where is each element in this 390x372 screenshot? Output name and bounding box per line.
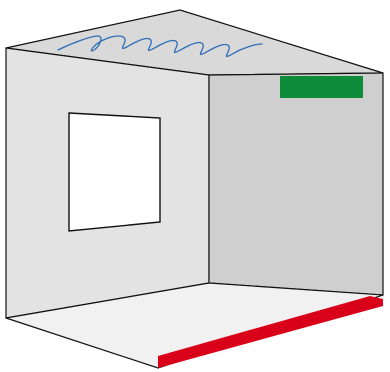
floor-panel (5, 282, 384, 369)
window (68, 112, 161, 232)
floor-heating-strip (158, 296, 383, 368)
ceiling-heating-coil (57, 35, 263, 58)
right-wall-panel (208, 72, 384, 296)
wall-panel-strip (280, 76, 363, 98)
